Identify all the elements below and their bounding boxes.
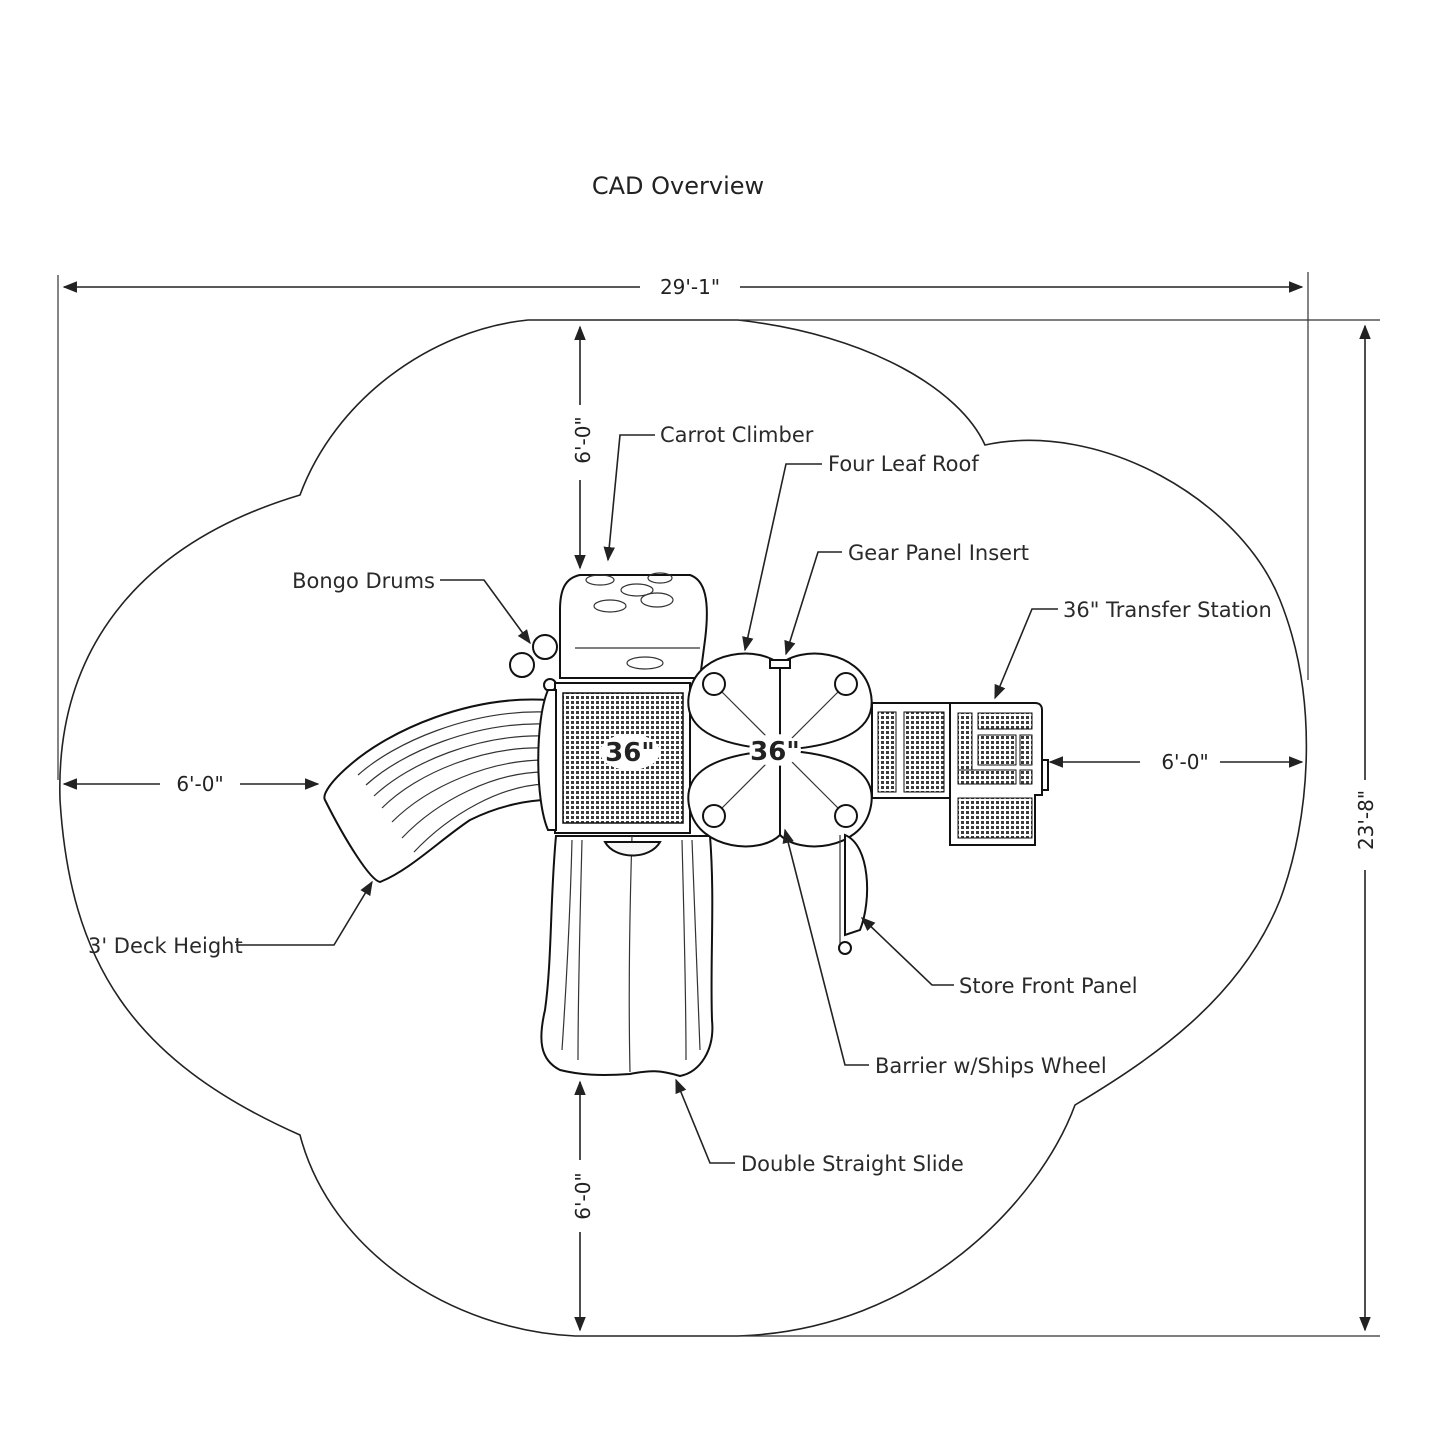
callout-deck-height: 3' Deck Height bbox=[88, 880, 373, 958]
callout-carrot-climber: Carrot Climber bbox=[603, 423, 814, 562]
deck-height-label: 3' Deck Height bbox=[88, 934, 243, 958]
bottom-clearance-dimension: 6'-0" bbox=[571, 1080, 595, 1332]
overall-width-dimension: 29'-1" bbox=[57, 272, 1309, 780]
callout-transfer-station: 36" Transfer Station bbox=[994, 598, 1272, 700]
left-clearance-label: 6'-0" bbox=[176, 772, 223, 796]
double-straight-slide-label: Double Straight Slide bbox=[741, 1152, 964, 1176]
four-leaf-roof: 36" bbox=[687, 652, 873, 848]
barrier-ships-wheel-label: Barrier w/Ships Wheel bbox=[875, 1054, 1107, 1078]
transfer-station-label: 36" Transfer Station bbox=[1063, 598, 1272, 622]
carrot-climber-label: Carrot Climber bbox=[660, 423, 814, 447]
right-clearance-label: 6'-0" bbox=[1161, 750, 1208, 774]
gear-panel-insert bbox=[769, 659, 791, 669]
callout-gear-panel-insert: Gear Panel Insert bbox=[784, 541, 1029, 656]
left-deck: 36" bbox=[537, 682, 691, 834]
top-clearance-dimension: 6'-0" bbox=[571, 325, 595, 570]
overall-depth-dimension: 23'-8" bbox=[740, 319, 1380, 1337]
right-clearance-dimension: 6'-0" bbox=[1048, 750, 1304, 774]
callout-store-front-panel: Store Front Panel bbox=[860, 917, 1138, 998]
four-leaf-roof-label: Four Leaf Roof bbox=[828, 452, 979, 476]
left-clearance-dimension: 6'-0" bbox=[62, 772, 320, 796]
top-clearance-label: 6'-0" bbox=[571, 416, 595, 463]
overall-width-label: 29'-1" bbox=[660, 275, 720, 299]
transfer-station bbox=[871, 702, 1049, 846]
overall-depth-label: 23'-8" bbox=[1354, 790, 1378, 850]
bongo-drums bbox=[509, 634, 558, 692]
gear-panel-insert-label: Gear Panel Insert bbox=[848, 541, 1029, 565]
double-straight-slide bbox=[540, 835, 714, 1078]
bongo-drums-label: Bongo Drums bbox=[292, 569, 435, 593]
curved-slide bbox=[323, 698, 549, 884]
safety-zone-outline bbox=[59, 319, 1308, 1337]
right-deck-height-label: 36" bbox=[750, 737, 800, 767]
callout-bongo-drums: Bongo Drums bbox=[292, 569, 531, 645]
bottom-clearance-label: 6'-0" bbox=[571, 1172, 595, 1219]
store-front-panel bbox=[838, 833, 869, 955]
left-deck-height-label: 36" bbox=[605, 738, 655, 768]
callout-barrier-ships-wheel: Barrier w/Ships Wheel bbox=[782, 828, 1107, 1078]
callout-four-leaf-roof: Four Leaf Roof bbox=[742, 452, 979, 652]
page-title: CAD Overview bbox=[592, 172, 764, 200]
callout-double-straight-slide: Double Straight Slide bbox=[675, 1078, 964, 1176]
store-front-panel-label: Store Front Panel bbox=[959, 974, 1138, 998]
carrot-climber bbox=[559, 572, 708, 679]
